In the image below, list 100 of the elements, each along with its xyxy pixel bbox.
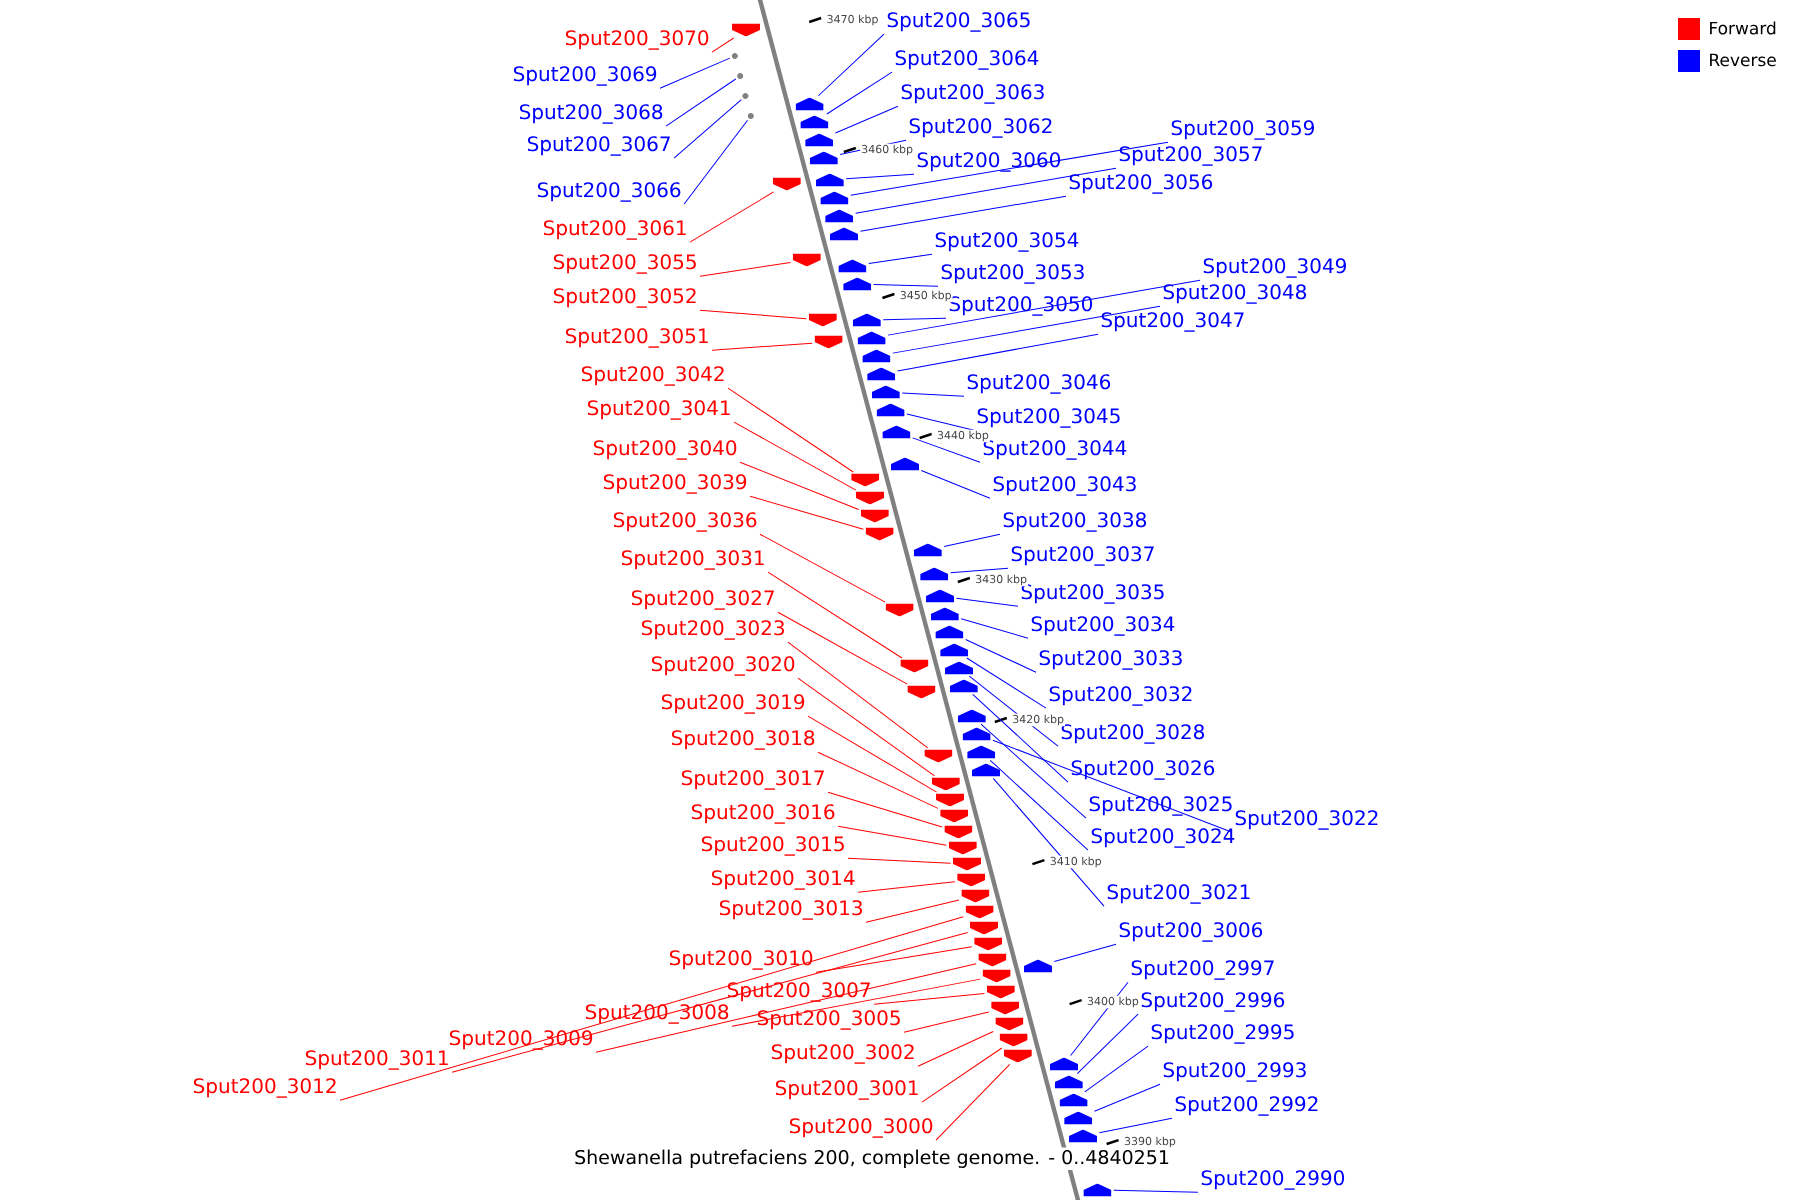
- gene-block: [986, 985, 1015, 999]
- gene-block: [953, 857, 981, 871]
- gene-label: Sput200_3037: [1011, 546, 1154, 566]
- gene-label: Sput200_3033: [1039, 650, 1182, 670]
- leader-line: [873, 283, 939, 287]
- leader-line: [807, 715, 938, 793]
- gene-label: Sput200_3059: [1171, 120, 1314, 140]
- gene-label: Sput200_3038: [1003, 512, 1146, 532]
- gene-block: [871, 385, 900, 399]
- gene-label: Sput200_3049: [1203, 258, 1346, 278]
- leader-line: [797, 677, 936, 777]
- leader-line: [960, 618, 1029, 639]
- gene-label: Sput200_3035: [1021, 584, 1164, 604]
- gene-label: Sput200_2996: [1141, 992, 1285, 1012]
- gene-block: [948, 841, 977, 855]
- gene-block: [1083, 1183, 1112, 1197]
- gene-label: Sput200_3044: [983, 440, 1127, 460]
- gene-block: [970, 921, 998, 935]
- gene-block: [965, 905, 994, 919]
- leader-line: [882, 317, 947, 321]
- leader-line: [595, 963, 977, 1053]
- gene-block: [809, 151, 838, 165]
- gene-block: [865, 527, 894, 541]
- legend-label: Forward: [1710, 21, 1776, 35]
- gene-label: Sput200_3022: [1235, 810, 1378, 830]
- caption: Shewanella putrefaciens 200, complete genome. - 0..4840251: [572, 1147, 1172, 1170]
- gene-block: [972, 763, 1000, 777]
- gene-block: [1003, 1049, 1032, 1063]
- leader-line: [739, 461, 860, 510]
- gene-label: Sput200_3032: [1049, 686, 1192, 706]
- gene-label: Sput200_3034: [1031, 616, 1175, 636]
- leader-line: [859, 195, 1067, 232]
- gene-block: [856, 491, 884, 505]
- gene-block: [991, 1001, 1020, 1015]
- gene-block: [852, 313, 881, 327]
- gene-block: [857, 331, 886, 345]
- leader-line: [847, 857, 952, 864]
- leader-line: [659, 57, 731, 89]
- gene-block: [1069, 1129, 1097, 1143]
- gene-label: Sput200_3064: [895, 50, 1039, 70]
- gene-label: Sput200_3048: [1163, 284, 1306, 304]
- gene-block: [936, 793, 964, 807]
- gene-block: [926, 589, 954, 603]
- gene-block: [820, 191, 849, 205]
- gene-block: [967, 745, 996, 759]
- gene-block: [815, 173, 844, 187]
- gene-block: [1024, 959, 1052, 973]
- gene-block: [772, 177, 801, 191]
- leader-line: [733, 421, 857, 491]
- leader-line: [1113, 1189, 1199, 1193]
- gene-label: Sput200_3070: [565, 30, 709, 50]
- gene-label: Sput200_3047: [1101, 312, 1244, 332]
- gene-label: Sput200_3015: [701, 836, 844, 856]
- leader-line: [837, 825, 947, 846]
- leader-line: [1093, 1083, 1161, 1112]
- gene-label: Sput200_3065: [887, 12, 1030, 32]
- gene-label: Sput200_3027: [631, 590, 774, 610]
- leader-line: [873, 993, 985, 1005]
- leader-line: [989, 759, 1089, 851]
- leader-line: [857, 881, 956, 893]
- gene-block: [867, 367, 896, 381]
- gene-label: Sput200_3039: [603, 474, 747, 494]
- leader-line: [817, 751, 939, 809]
- gene-block: [961, 889, 990, 903]
- gene-label: Sput200_3024: [1091, 828, 1235, 848]
- leader-line: [339, 916, 964, 1101]
- gene-label: Sput200_3043: [993, 476, 1136, 496]
- gene-block: [999, 1033, 1028, 1047]
- leader-line: [759, 533, 886, 603]
- leader-line: [711, 342, 813, 351]
- gene-label: Sput200_3019: [661, 694, 805, 714]
- gene-label: Sput200_3036: [613, 512, 757, 532]
- leader-line: [968, 675, 1059, 747]
- gene-label: Sput200_2993: [1163, 1062, 1306, 1082]
- gene-label: Sput200_3016: [691, 804, 835, 824]
- leader-line: [906, 413, 975, 431]
- leader-line: [827, 791, 943, 828]
- gene-block: [957, 873, 986, 887]
- gene-label: Sput200_3052: [553, 288, 696, 308]
- leader-line: [965, 639, 1037, 673]
- gene-block: [995, 1017, 1024, 1031]
- gene-label: Sput200_3017: [681, 770, 824, 790]
- gene-block: [944, 825, 973, 839]
- gene-block: [920, 567, 949, 581]
- gene-block: [900, 659, 929, 673]
- gene-label: Sput200_3005: [757, 1010, 900, 1030]
- gene-label: Sput200_3041: [587, 400, 730, 420]
- gene-label: Sput200_2990: [1201, 1170, 1345, 1190]
- leader-line: [817, 33, 885, 97]
- gene-label: Sput200_3062: [909, 118, 1052, 138]
- gene-label: Sput200_3066: [537, 182, 681, 202]
- leader-line: [901, 392, 965, 397]
- gene-block: [949, 679, 978, 693]
- gene-label: Sput200_3046: [967, 374, 1111, 394]
- gene-block: [862, 349, 891, 363]
- leader-line: [992, 777, 1105, 907]
- leader-line: [689, 191, 775, 243]
- gene-block: [940, 643, 969, 657]
- gene-label: Sput200_3001: [775, 1080, 918, 1100]
- gene-label: Sput200_3054: [935, 232, 1079, 252]
